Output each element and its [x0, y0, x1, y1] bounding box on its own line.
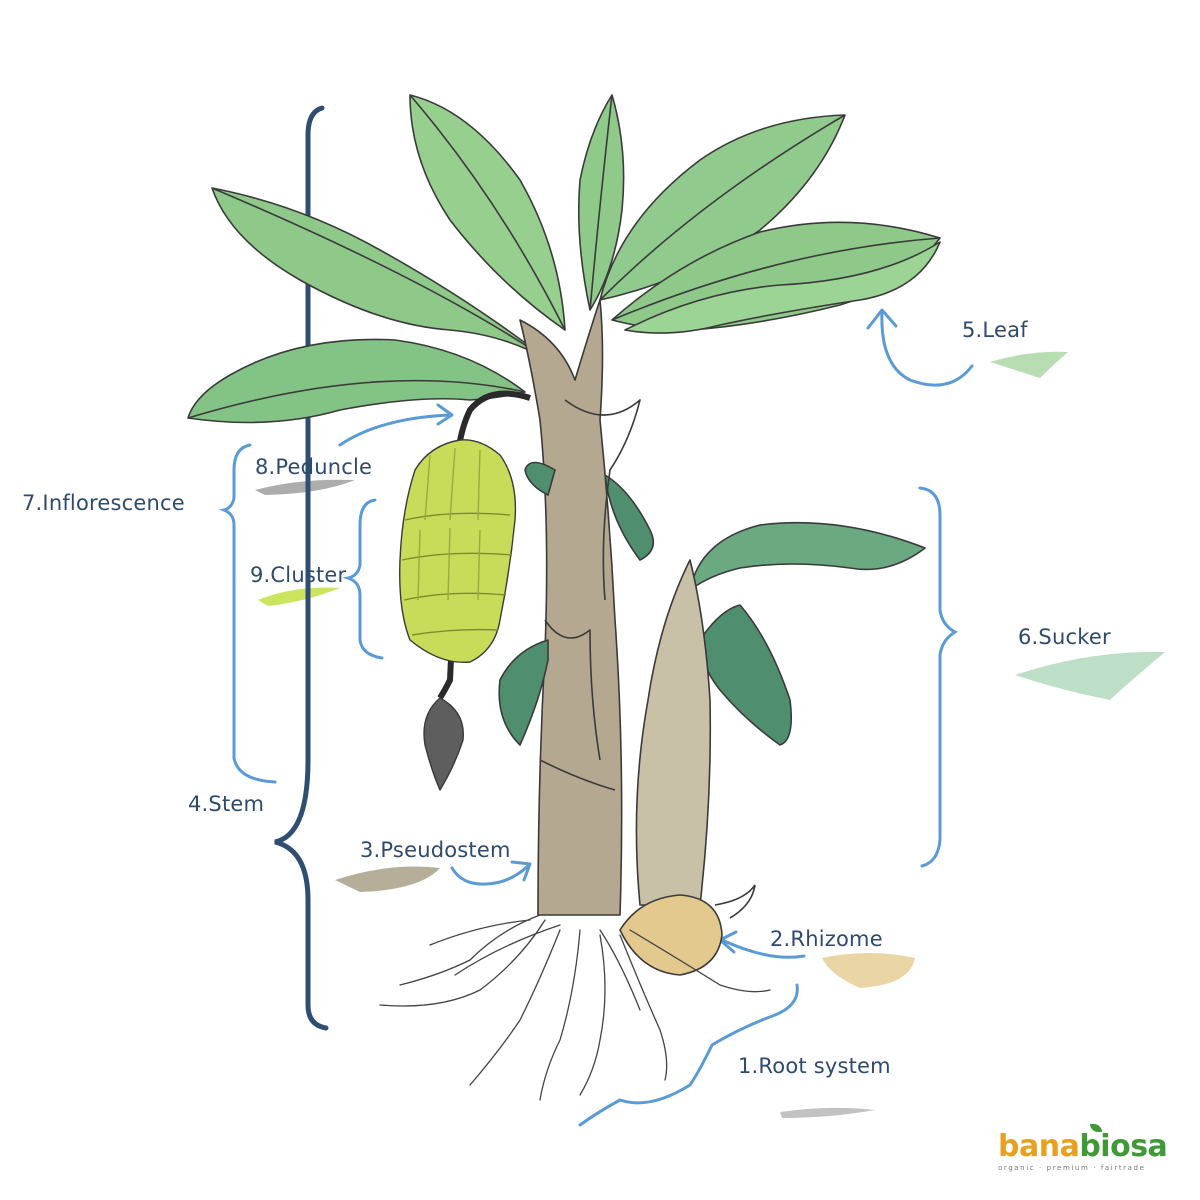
rhizome [619, 884, 756, 976]
label-stem: 4.Stem [188, 792, 265, 816]
pseudostem-trunk [519, 299, 623, 916]
banana-bunch [399, 390, 531, 791]
swatch-pseudostem [335, 866, 440, 892]
swatch-peduncle [255, 479, 355, 495]
stem-bracket [274, 105, 329, 1031]
rhizome-arrow [720, 938, 806, 959]
cluster-bracket [342, 498, 384, 660]
banabiosa-logo: banabiosa organic · premium · fairtrade [998, 1124, 1168, 1180]
label-peduncle: 8.Peduncle [255, 455, 373, 479]
leaf-lower-left [187, 338, 526, 424]
sucker-plant [604, 474, 926, 906]
sucker-leaf-mid [604, 474, 655, 561]
pseudostem-arrow [450, 864, 530, 886]
sucker-leaf-lower-right [699, 604, 793, 746]
label-sucker: 6.Sucker [1018, 625, 1111, 649]
inflorescence-bracket [219, 443, 277, 784]
rhizome-bulb [619, 894, 723, 976]
banana-flower-bud [423, 697, 464, 791]
lower-leaf-left-stem-2 [524, 461, 556, 496]
swatch-sucker [1015, 651, 1165, 700]
label-swatches [255, 351, 1165, 1118]
swatch-root [780, 1107, 875, 1118]
label-root-system: 1.Root system [738, 1054, 891, 1078]
leaf-lower-right [624, 241, 941, 334]
leaf-upper-left [211, 187, 549, 361]
swatch-leaf [990, 351, 1068, 378]
sucker-leaf-right [689, 521, 926, 591]
banana-cluster [399, 439, 517, 664]
label-pseudostem: 3.Pseudostem [360, 838, 511, 862]
logo-word-bana: bana [998, 1129, 1080, 1164]
root-system [379, 914, 771, 1101]
sucker-stem [635, 559, 712, 906]
label-leaf: 5.Leaf [962, 318, 1028, 342]
logo-word-biosa: biosa [1079, 1129, 1168, 1164]
label-inflorescence: 7.Inflorescence [22, 491, 185, 515]
logo-tagline: organic · premium · fairtrade [998, 1164, 1146, 1172]
lower-leaf-left-stem [498, 639, 549, 746]
swatch-cluster [258, 587, 340, 606]
root-system-bracket [578, 983, 799, 1127]
peduncle-arrow [338, 413, 452, 447]
main-pseudostem [498, 299, 641, 916]
sucker-bracket [918, 486, 959, 868]
label-cluster: 9.Cluster [250, 563, 347, 587]
banana-leaves [187, 94, 941, 424]
logo-leaf-icon [1090, 1124, 1102, 1132]
leaf-arrow [880, 310, 974, 387]
label-rhizome: 2.Rhizome [770, 927, 883, 951]
swatch-rhizome [822, 953, 915, 988]
